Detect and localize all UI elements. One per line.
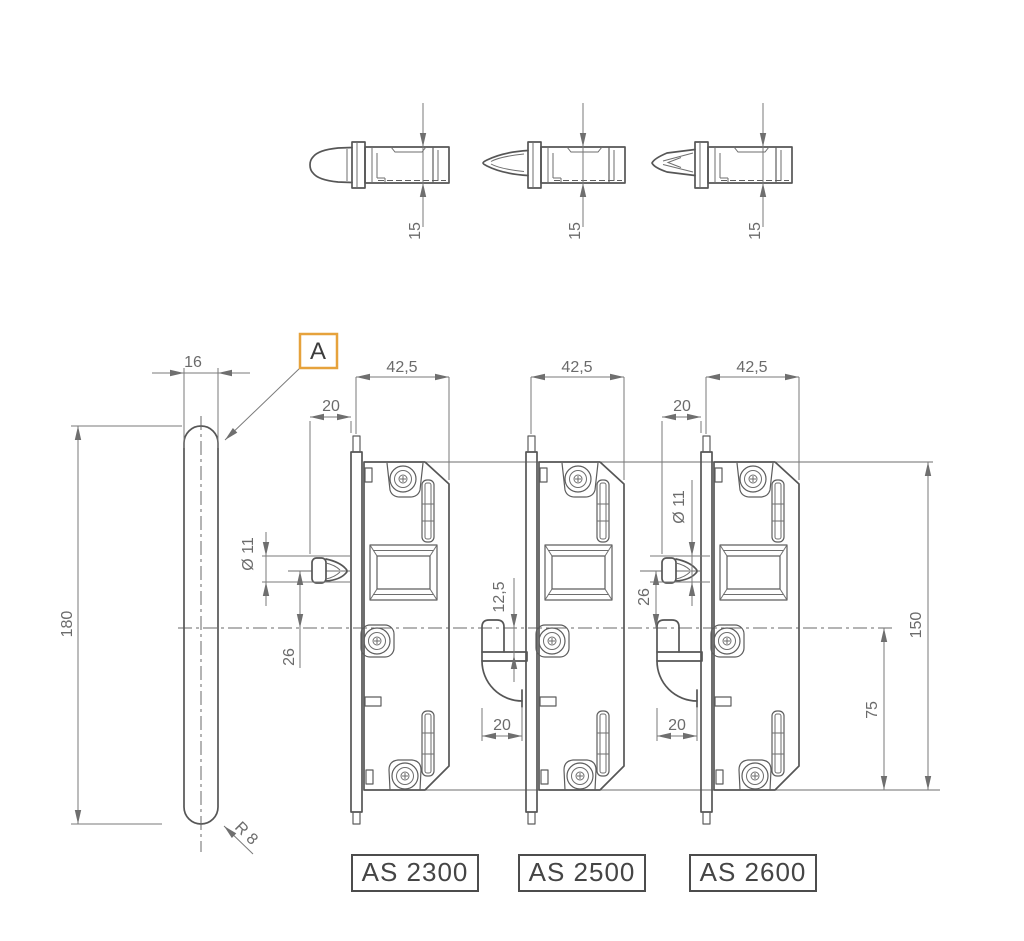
dim-20-hook-lock3: 20: [656, 708, 698, 741]
dim-26-lock1: 26: [281, 571, 304, 668]
dim-r8: R 8: [223, 819, 261, 855]
bolt-view-round-nose: 15: [309, 103, 450, 240]
dim-26-lock3: 26: [636, 571, 660, 628]
dim-16: 16: [152, 354, 250, 448]
hook-latch: [481, 619, 528, 708]
dim-overall-height: 150: [908, 612, 925, 639]
top-bolt-views: 15 15 15: [309, 103, 793, 240]
detail-a-label: A: [310, 338, 326, 365]
dim-corner-radius: R 8: [231, 819, 261, 849]
bolt-view-taper-nose: 15: [482, 103, 626, 240]
label-as2600: AS 2600: [700, 857, 807, 887]
dim-42-5-lock1: 42,5: [355, 359, 450, 480]
dim-bolt-height: 15: [747, 222, 764, 240]
lock-as2600: 42,5 20 Ø 11 26 20: [636, 359, 800, 825]
dim-bolt-height: 15: [567, 222, 584, 240]
dim-lock-width: 42,5: [386, 359, 417, 376]
dim-hook-depth: 20: [493, 717, 511, 734]
lock-case: [700, 435, 800, 825]
label-box-as2500: [518, 854, 646, 892]
dim-lock-width: 42,5: [561, 359, 592, 376]
dim-15-1: 15: [407, 103, 427, 240]
taper-nose: [482, 149, 529, 177]
dim-bolt-diameter: Ø 11: [671, 490, 688, 524]
detail-marker-a: A: [224, 332, 339, 441]
dim-75: 75: [864, 628, 888, 790]
dim-20-lock3: 20: [661, 398, 702, 554]
dim-15-3: 15: [747, 103, 767, 240]
label-as2500: AS 2500: [529, 857, 636, 887]
dim-12-5-lock2: 12,5: [491, 578, 518, 682]
overall-dims: 150 75: [864, 462, 932, 790]
product-labels: AS 2300 AS 2500 AS 2600: [351, 854, 817, 892]
bolt-view-split-nose: 15: [651, 103, 793, 240]
dim-20-lock1: 20: [309, 398, 352, 554]
lock-as2300: 42,5 20 Ø 11 26: [240, 359, 450, 825]
round-nose: [309, 146, 353, 184]
label-box-as2600: [689, 854, 817, 892]
lock-case: [525, 435, 625, 825]
dim-faceplate-height: 180: [59, 611, 76, 638]
label-as2300: AS 2300: [362, 857, 469, 887]
lock-as2500: 42,5 12,5 20: [481, 359, 625, 825]
lock-case: [350, 435, 450, 825]
dim-bolt-height: 15: [407, 222, 424, 240]
dim-dia11-lock3: Ø 11: [650, 480, 710, 606]
split-nose: [651, 148, 696, 177]
bolt-body: [694, 141, 793, 189]
bolt-body: [527, 141, 626, 189]
dim-15-2: 15: [567, 103, 587, 240]
dim-faceplate-width: 16: [184, 354, 202, 371]
dim-20-hook-lock2: 20: [481, 708, 523, 741]
dim-dia11-lock1: Ø 11: [240, 532, 350, 606]
faceplate-view: 16 180 R 8 A: [59, 332, 339, 855]
dim-bolt-to-center: 26: [636, 588, 653, 606]
dim-backset: 20: [673, 398, 691, 415]
label-box-as2300: [351, 854, 479, 892]
reference-lines: [178, 461, 940, 791]
dim-42-5-lock3: 42,5: [705, 359, 800, 480]
dim-hook-depth: 20: [668, 717, 686, 734]
dim-42-5-lock2: 42,5: [530, 359, 625, 480]
dim-backset: 20: [322, 398, 340, 415]
dim-bolt-diameter: Ø 11: [240, 537, 257, 571]
dim-hook-offset: 12,5: [491, 581, 508, 612]
dim-lock-width: 42,5: [736, 359, 767, 376]
hook-latch: [656, 619, 703, 708]
dim-half-height: 75: [864, 701, 881, 719]
detail-a-box: [298, 332, 339, 370]
bolt-body: [351, 141, 450, 189]
dim-bolt-to-center: 26: [281, 648, 298, 666]
dim-150: 150: [908, 462, 932, 790]
dim-180: 180: [59, 425, 182, 825]
